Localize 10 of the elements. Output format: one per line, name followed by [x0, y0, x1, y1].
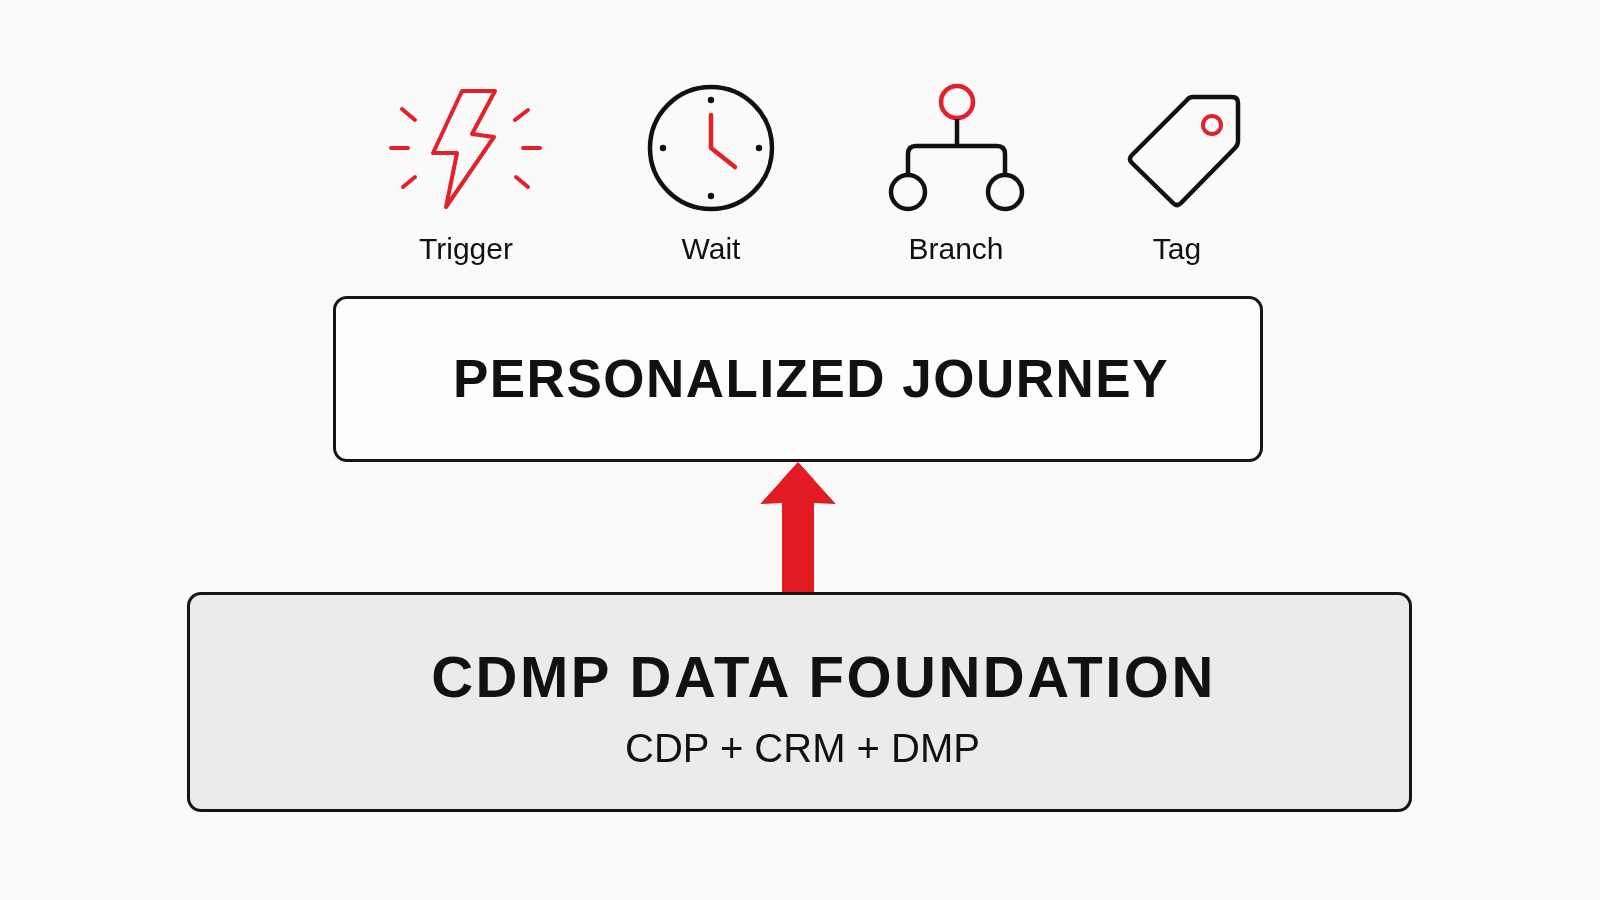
icon-caption: Tag [1152, 231, 1202, 267]
icon-caption: Branch [908, 231, 1004, 267]
process-box [187, 592, 1412, 812]
icon-caption: Trigger [419, 231, 513, 267]
heading-text: CDMP DATA FOUNDATION [431, 643, 1216, 711]
icon-caption: Wait [681, 231, 741, 267]
heading-text: PERSONALIZED JOURNEY [452, 348, 1170, 410]
process-box [333, 296, 1263, 462]
subheading-text: CDP + CRM + DMP [625, 725, 980, 773]
arrow [760, 462, 836, 592]
